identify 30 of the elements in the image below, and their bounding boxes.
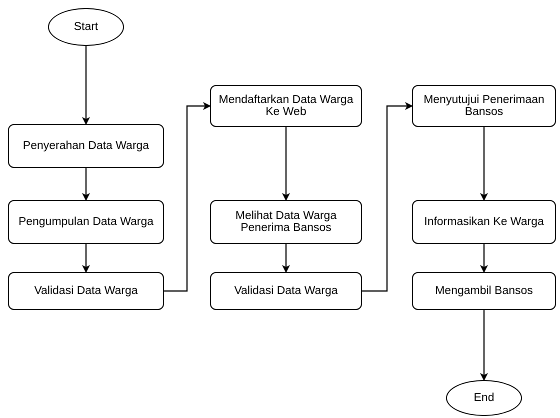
process-box (210, 85, 362, 127)
node-label: Menyutujui Penerimaan Bansos (422, 94, 546, 118)
arrow (82, 46, 90, 125)
node-label: Start (74, 21, 98, 33)
arrow (362, 102, 413, 292)
process-box (412, 85, 556, 127)
arrow (82, 244, 90, 273)
node-label: Informasikan Ke Warga (424, 216, 544, 228)
node-label: End (474, 392, 494, 404)
node-label: Validasi Data Warga (34, 285, 138, 297)
node-label: Mengambil Bansos (435, 285, 533, 297)
process-box (210, 272, 362, 310)
arrow (282, 244, 290, 273)
node-label: Melihat Data Warga Penerima Bansos (234, 210, 338, 234)
arrow (82, 168, 90, 201)
node-label: Pengumpulan Data Warga (18, 216, 154, 228)
process-box (412, 200, 556, 244)
arrow (480, 310, 488, 381)
process-box (8, 124, 164, 168)
node-label: Mendaftarkan Data Warga Ke Web (218, 94, 354, 118)
process-box (210, 200, 362, 244)
node-label: Penyerahan Data Warga (22, 140, 150, 152)
node-label: Validasi Data Warga (234, 285, 338, 297)
process-box (8, 272, 164, 310)
process-box (8, 200, 164, 244)
arrow (480, 127, 488, 201)
arrow (480, 244, 488, 273)
arrow (282, 127, 290, 201)
process-box (412, 272, 556, 310)
arrow (164, 102, 211, 292)
